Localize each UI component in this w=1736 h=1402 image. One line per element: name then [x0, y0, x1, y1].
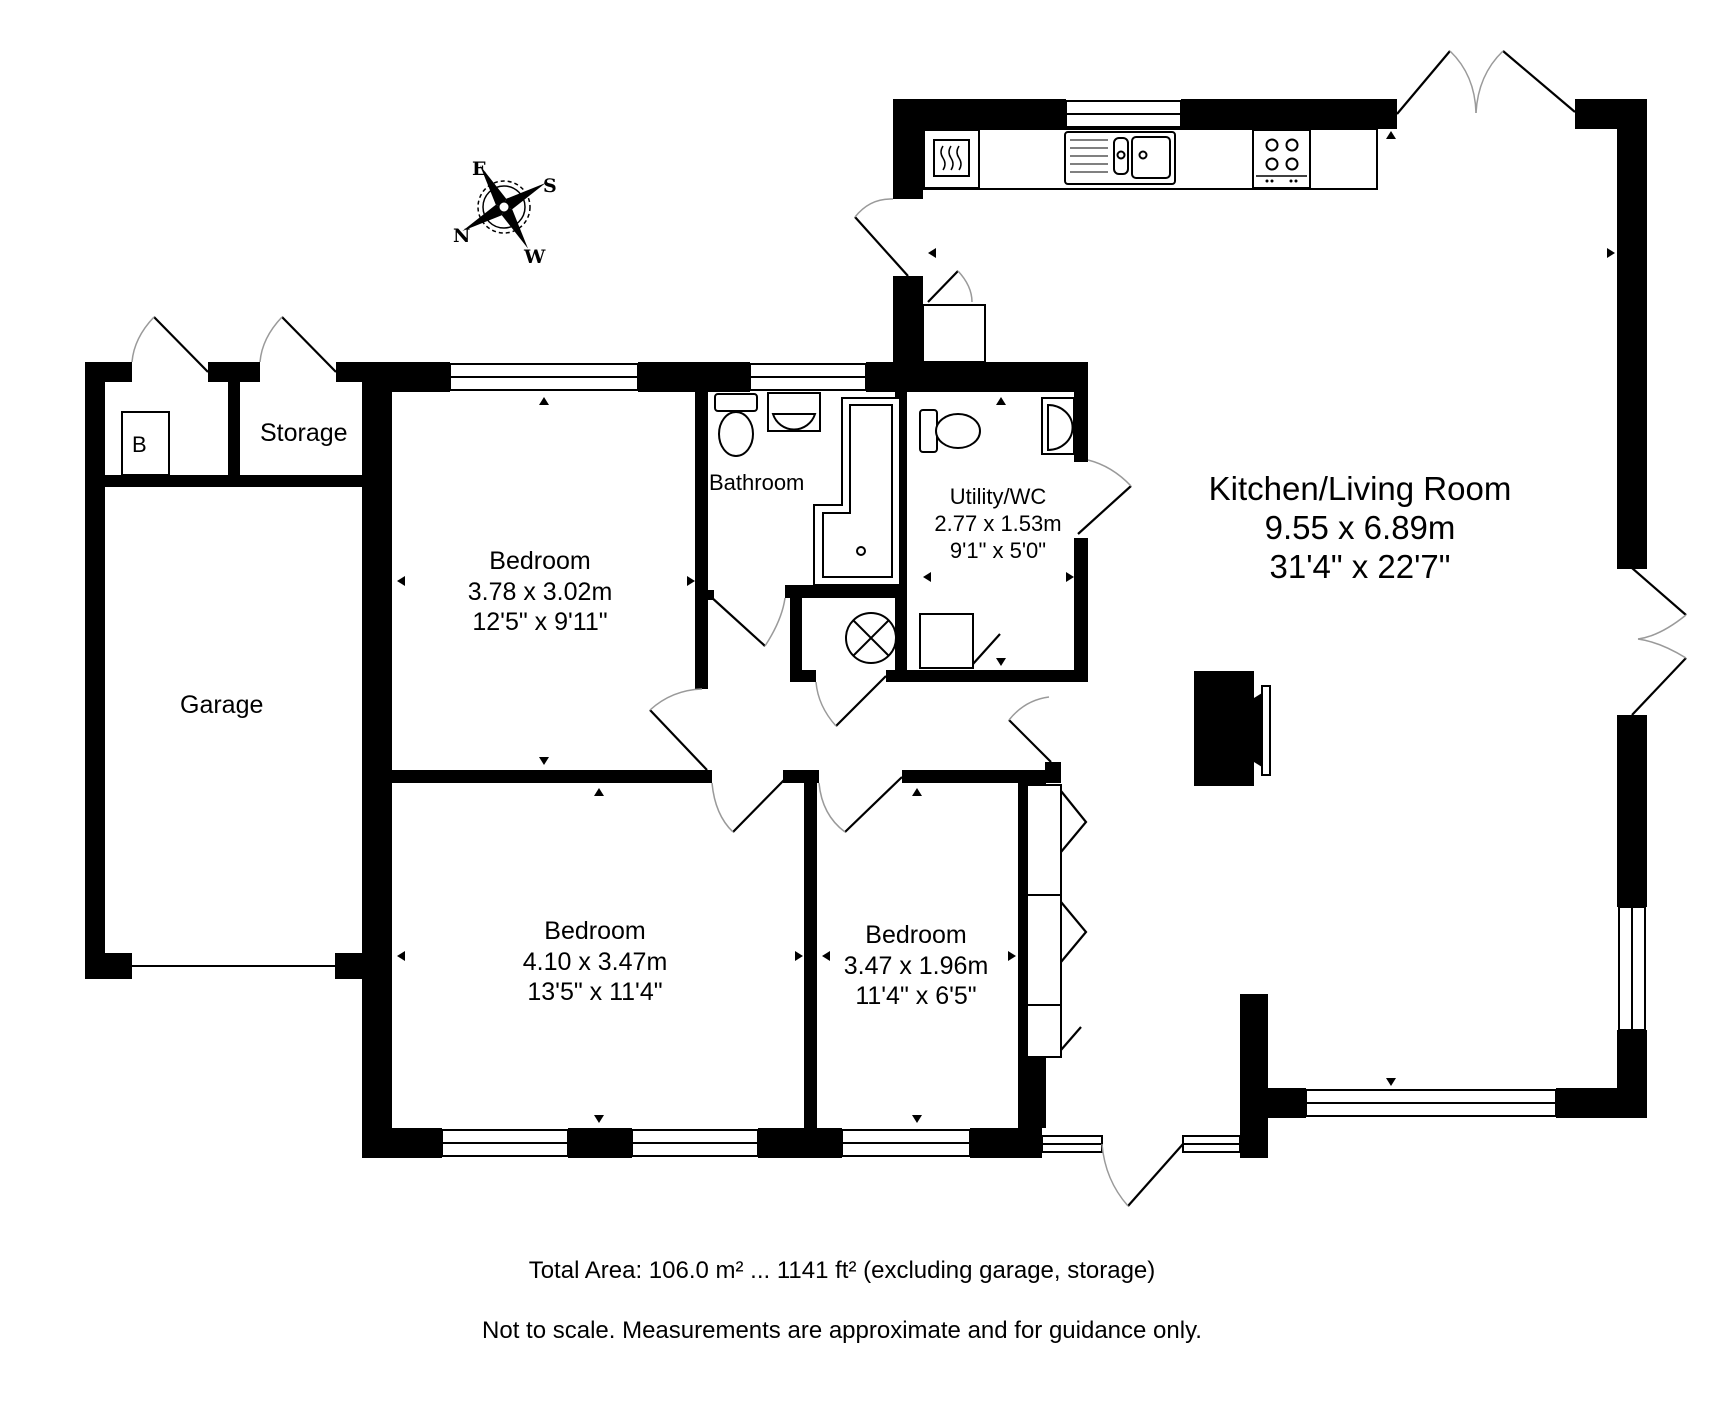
room-imperial: 31'4" x 22'7" [1269, 547, 1451, 585]
compass-east-label: E [472, 158, 487, 180]
room-metric: 3.47 x 1.96m [843, 951, 989, 980]
boiler-label: B [132, 432, 147, 457]
room-bedroom-1: Bedroom 3.78 x 3.02m 12'5" x 9'11" [440, 546, 640, 638]
room-bedroom-3: Bedroom 3.47 x 1.96m 11'4" x 6'5" [816, 920, 1016, 1012]
room-imperial: 9'1" x 5'0" [949, 537, 1047, 563]
boiler-cupboard [121, 411, 170, 476]
room-name: Kitchen/Living Room [1208, 470, 1512, 507]
room-metric: 4.10 x 3.47m [522, 947, 668, 976]
extractor-icon [845, 612, 897, 664]
compass-icon [462, 165, 546, 249]
hob-icon [1252, 129, 1311, 189]
room-name: Bedroom [865, 921, 967, 949]
room-imperial: 11'4" x 6'5" [855, 982, 977, 1010]
utility-cupboard [919, 613, 974, 669]
doors [649, 50, 1687, 1207]
room-metric: 2.77 x 1.53m [934, 510, 1062, 536]
room-bedroom-2: Bedroom 4.10 x 3.47m 13'5" x 11'4" [495, 916, 695, 1008]
room-imperial: 13'5" x 11'4" [527, 978, 663, 1006]
storage-label: Storage [260, 419, 348, 447]
room-metric: 3.78 x 3.02m [467, 577, 613, 606]
disclaimer-text: Not to scale. Measurements are approxima… [482, 1317, 1202, 1344]
room-name: Utility/WC [949, 484, 1047, 509]
kitchen-worktop [922, 128, 1378, 190]
kitchen-walls [893, 99, 1647, 1158]
wardrobe [1026, 784, 1088, 1058]
toilet-icon [714, 393, 758, 457]
bathroom-label: Bathroom [709, 470, 805, 495]
room-imperial: 12'5" x 9'11" [472, 608, 608, 636]
basin-icon [767, 392, 821, 432]
room-name: Bedroom [544, 917, 646, 945]
room-metric: 9.55 x 6.89m [1264, 508, 1456, 546]
dimension-arrows [397, 131, 1615, 1123]
total-area-text: Total Area: 106.0 m² ... 1141 ft² (exclu… [528, 1257, 1156, 1284]
toilet-icon-wc [919, 409, 981, 453]
bathtub-icon [813, 397, 901, 586]
basin-icon-wc [1041, 397, 1075, 455]
garage-walls [85, 362, 367, 979]
room-name: Bedroom [489, 547, 591, 575]
room-kitchen-living: Kitchen/Living Room 9.55 x 6.89m 31'4" x… [1180, 470, 1540, 587]
storage-doors [131, 316, 337, 373]
cupboard [922, 304, 986, 363]
compass-south-label: S [543, 175, 557, 197]
compass-north-label: N [453, 225, 471, 247]
garage-label: Garage [180, 691, 264, 719]
compass-west-label: W [524, 246, 546, 268]
room-utility-wc: Utility/WC 2.77 x 1.53m 9'1" x 5'0" [918, 484, 1078, 564]
fireplace-icon [1194, 671, 1271, 786]
